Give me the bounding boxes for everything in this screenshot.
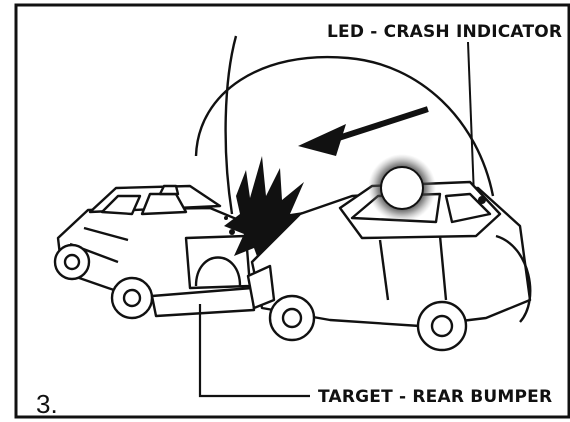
target-rear-bumper-label: TARGET - REAR BUMPER [318,387,552,407]
glow-light-icon [368,154,436,222]
figure-number: 3. [36,389,58,419]
led-leader-line [468,42,474,196]
wire-arc-inner [226,36,236,214]
led-crash-indicator-label: LED - CRASH INDICATOR [327,22,562,42]
led-indicator [478,196,486,204]
arrow-down-left-icon [298,110,425,156]
